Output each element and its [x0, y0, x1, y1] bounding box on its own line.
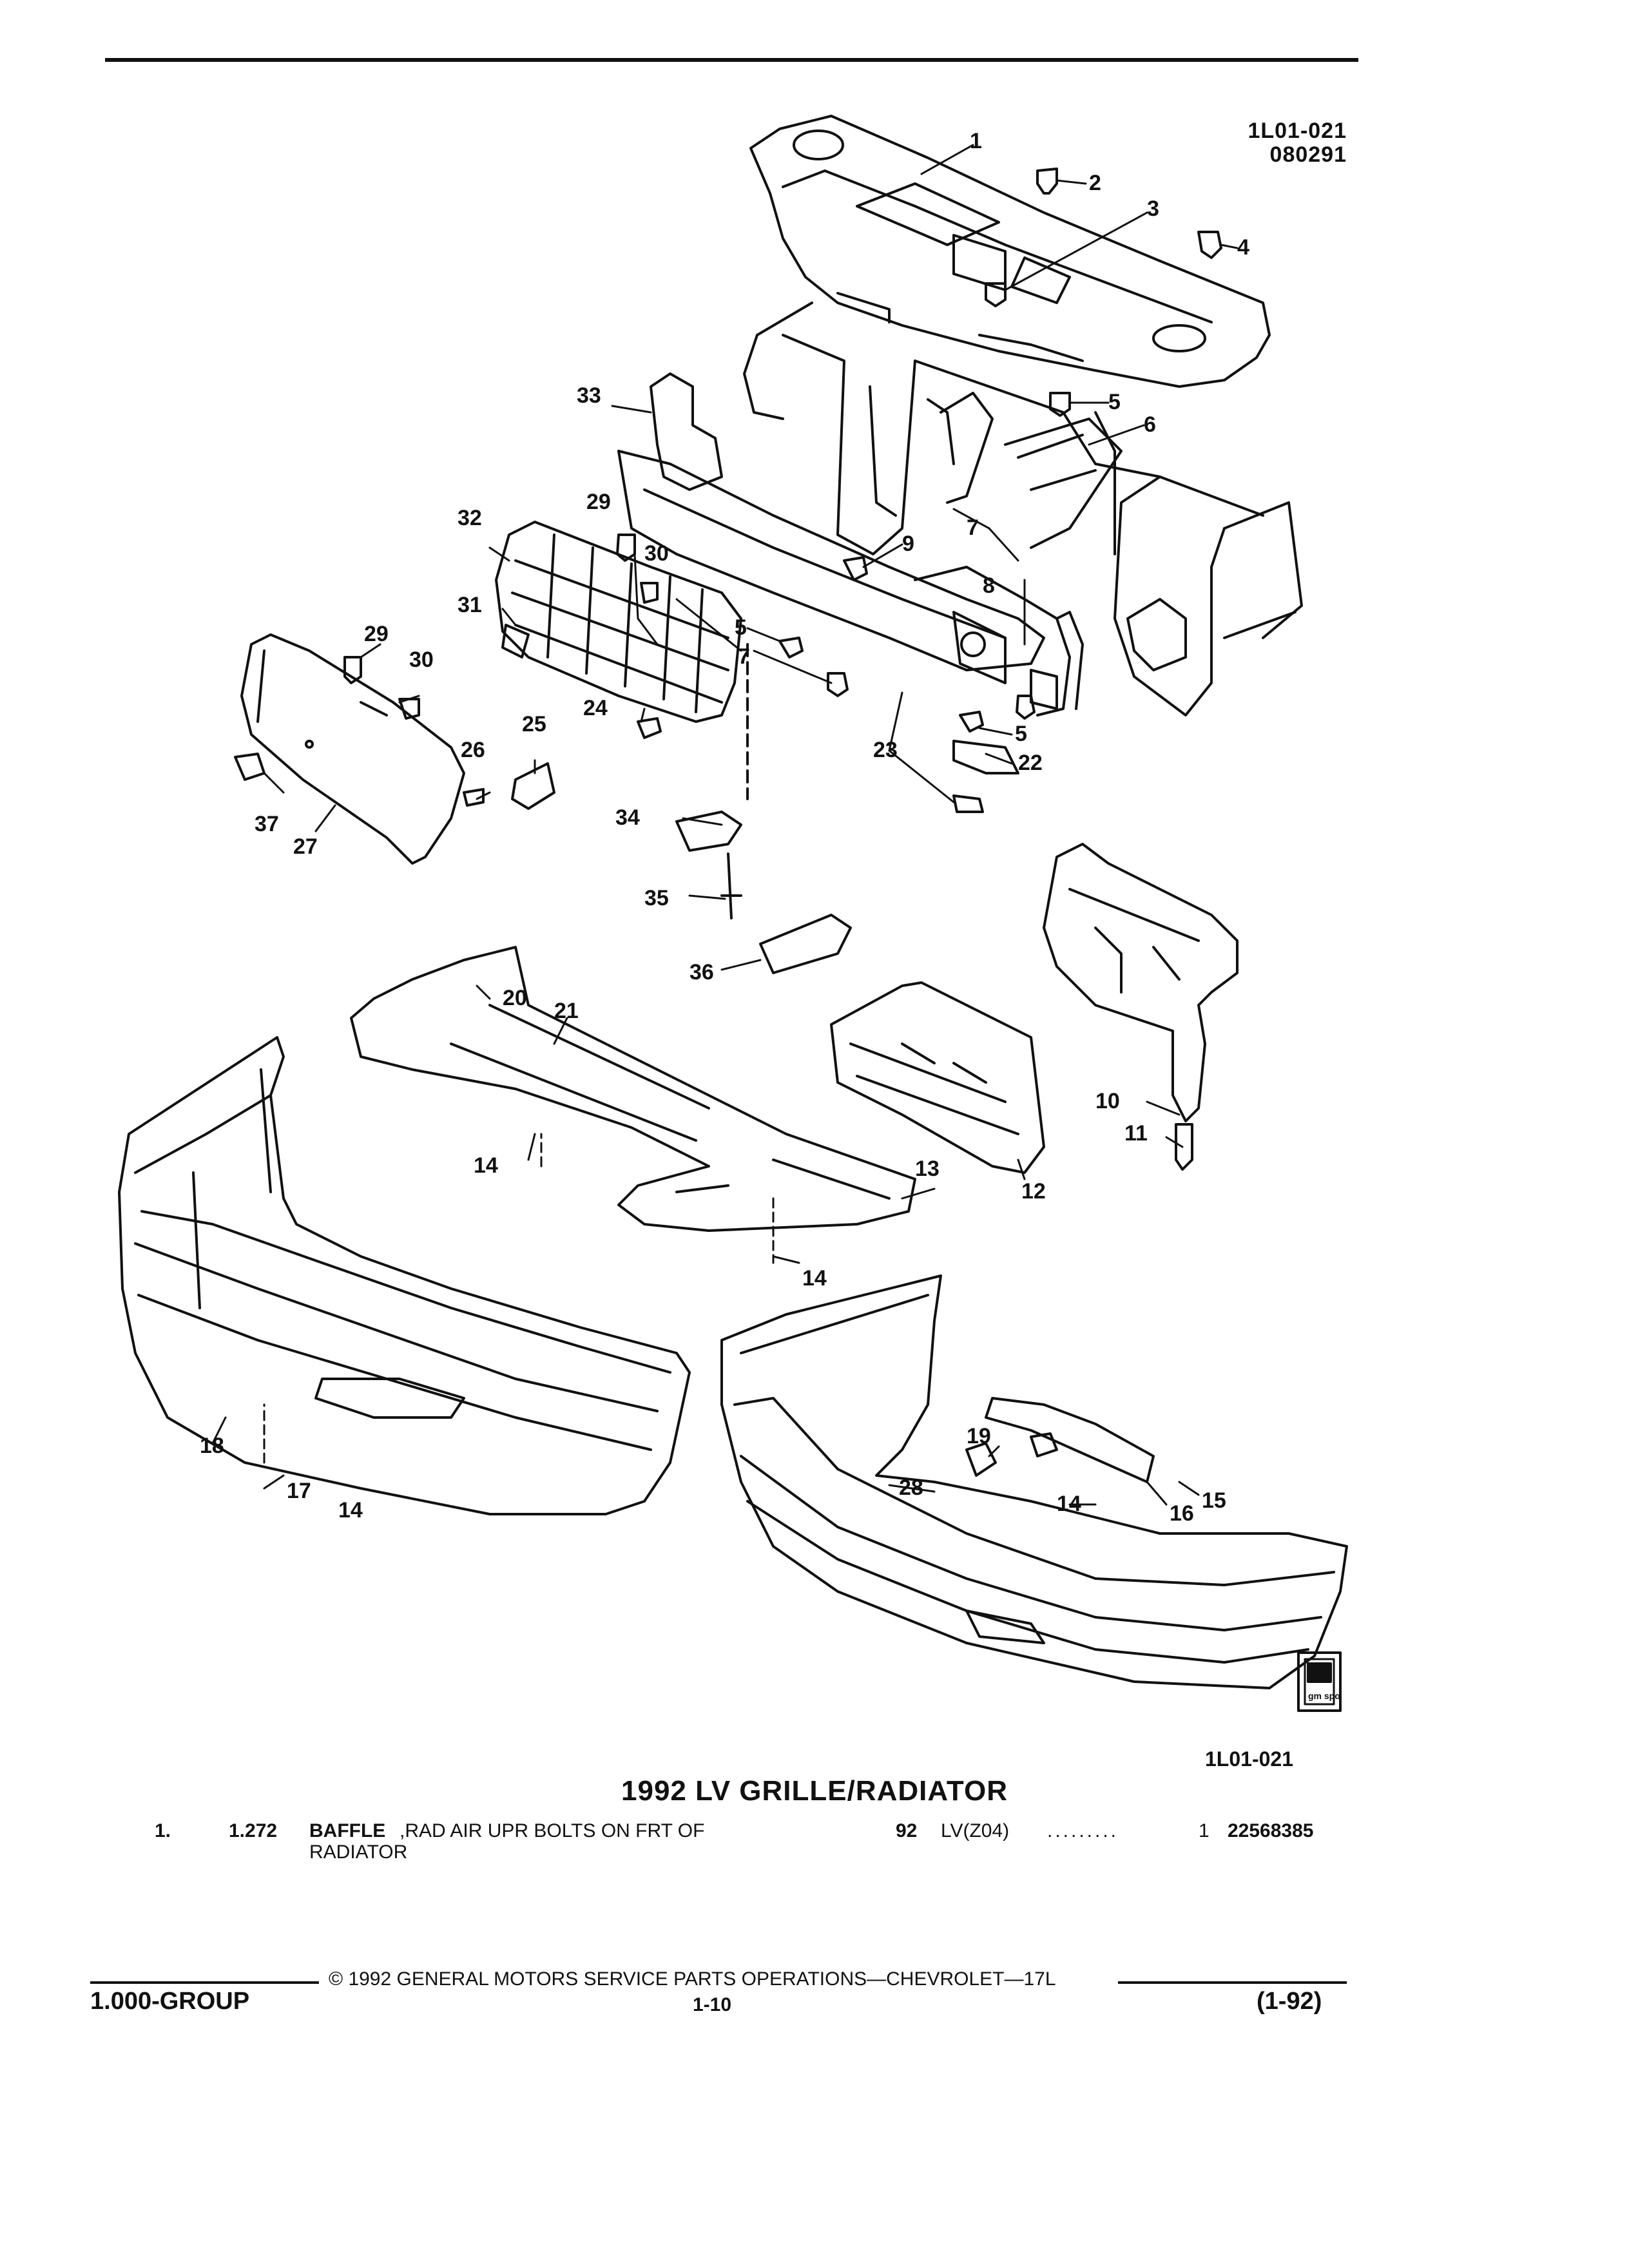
callout-32: 32 — [458, 506, 482, 530]
callout-10: 10 — [1095, 1089, 1120, 1113]
lower-support-21 — [350, 946, 916, 1232]
footer-rule-right — [1118, 1981, 1347, 1984]
callout-14a: 14 — [474, 1153, 498, 1178]
callout-6: 6 — [1144, 412, 1156, 437]
callout-14b: 14 — [802, 1266, 827, 1291]
callout-37: 37 — [255, 812, 279, 836]
callout-23: 23 — [873, 738, 898, 762]
page-title: 1992 LV GRILLE/RADIATOR — [621, 1775, 1008, 1807]
callout-7a: 7 — [967, 515, 979, 540]
callout-labels: 1 2 3 4 5 6 7 8 9 5 7 5 10 11 12 13 14 1… — [200, 129, 1340, 1701]
part-model: LV(Z04) — [941, 1820, 1010, 1841]
callout-19: 19 — [967, 1424, 991, 1448]
footer-copyright: © 1992 GENERAL MOTORS SERVICE PARTS OPER… — [329, 1968, 1056, 1990]
ref-code: 1L01-021 — [1248, 119, 1347, 143]
callout-35: 35 — [644, 886, 669, 910]
callout-15: 15 — [1202, 1488, 1226, 1513]
footer-rule-left — [90, 1981, 319, 1984]
bracket-part-10 — [1043, 843, 1239, 1171]
part-qty: 1 — [1199, 1820, 1210, 1841]
callout-27: 27 — [293, 834, 318, 859]
callout-11: 11 — [1124, 1121, 1148, 1146]
callout-31: 31 — [458, 593, 482, 617]
top-rule — [105, 58, 1358, 62]
bumper-fascia-28 — [720, 1274, 1348, 1689]
ref-date: 080291 — [1269, 142, 1347, 167]
callout-30a: 30 — [644, 541, 669, 566]
part-description: ,RAD AIR UPR BOLTS ON FRT OF — [400, 1820, 705, 1841]
callout-1: 1 — [970, 129, 982, 153]
callout-3: 3 — [1147, 197, 1159, 221]
callout-25: 25 — [522, 712, 546, 736]
callout-18: 18 — [200, 1434, 224, 1458]
callout-5c: 5 — [1015, 722, 1027, 746]
callout-21: 21 — [554, 999, 579, 1023]
gm-spo-logo-text: gm spo — [1308, 1691, 1340, 1701]
fasteners — [234, 168, 1222, 813]
callout-2: 2 — [1089, 171, 1101, 195]
reinforcement-16 — [965, 1397, 1155, 1483]
footer-page: 1-10 — [693, 1994, 732, 2015]
gm-spo-logo — [1297, 1651, 1342, 1712]
part-description-cont: RADIATOR — [309, 1841, 408, 1863]
part-name: BAFFLE — [309, 1820, 386, 1841]
callout-4: 4 — [1237, 235, 1249, 260]
figure-code: 1L01-021 — [1205, 1747, 1293, 1771]
callout-22: 22 — [1018, 751, 1043, 775]
deflector-part-12 — [830, 981, 1045, 1174]
callout-9: 9 — [902, 532, 914, 556]
part-leader: ......... — [1047, 1820, 1119, 1841]
callout-16: 16 — [1170, 1501, 1194, 1526]
grille-part-32 — [495, 521, 742, 723]
part-item-number: 1. — [155, 1820, 171, 1841]
part-year: 92 — [896, 1820, 918, 1841]
callout-12: 12 — [1021, 1179, 1046, 1204]
bracket-part-6 — [940, 392, 1123, 549]
grille-mount-panel — [617, 372, 1084, 716]
bumper-fascia-18 — [118, 1036, 691, 1515]
callout-20: 20 — [503, 986, 527, 1010]
callout-36: 36 — [689, 960, 714, 985]
panel-part-27 — [240, 633, 465, 865]
callout-24: 24 — [583, 696, 608, 720]
radiator-support — [743, 302, 1303, 716]
leader-lines — [211, 144, 1239, 1506]
callout-34: 34 — [615, 805, 640, 830]
callout-5a: 5 — [1108, 390, 1121, 414]
latch-parts — [675, 643, 852, 974]
callout-8: 8 — [983, 573, 995, 598]
footer-group: 1.000-GROUP — [90, 1988, 250, 2015]
part-code: 1.272 — [229, 1820, 278, 1841]
callout-29a: 29 — [586, 490, 611, 514]
callout-7b: 7 — [738, 644, 750, 669]
callout-14c: 14 — [338, 1498, 363, 1523]
baffle-part-1 — [749, 115, 1271, 388]
callout-13: 13 — [915, 1157, 940, 1181]
callout-28: 28 — [899, 1475, 923, 1500]
callout-30b: 30 — [409, 648, 434, 672]
callout-5b: 5 — [735, 615, 747, 640]
callout-17: 17 — [287, 1479, 311, 1503]
footer-date: (1-92) — [1257, 1988, 1322, 2015]
part-number: 22568385 — [1228, 1820, 1314, 1841]
callout-33: 33 — [577, 383, 601, 408]
callout-26: 26 — [461, 738, 485, 762]
callout-14d: 14 — [1057, 1492, 1081, 1516]
callout-29b: 29 — [364, 622, 389, 646]
